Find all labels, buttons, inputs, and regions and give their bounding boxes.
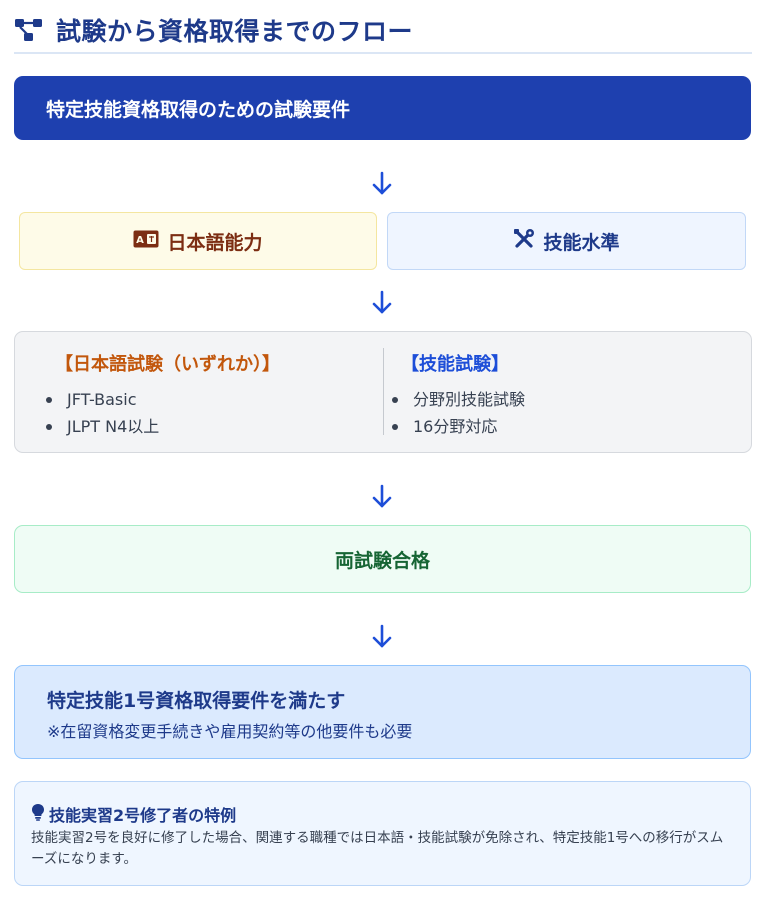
svg-text:A: A: [137, 235, 145, 246]
japanese-exam-list: JFT-Basic JLPT N4以上: [46, 386, 280, 440]
result-note: ※在留資格変更手続きや雇用契約等の他要件も必要: [47, 722, 413, 741]
special-case-header: 技能実習2号修了者の特例: [31, 802, 236, 826]
special-case-note: 技能実習2号修了者の特例 技能実習2号を良好に修了した場合、関連する職種では日本…: [14, 781, 751, 886]
arrow-down-icon: [372, 290, 392, 314]
result-title: 特定技能1号資格取得要件を満たす: [47, 690, 346, 712]
lightbulb-icon: [31, 803, 45, 825]
special-case-title: 技能実習2号修了者の特例: [49, 806, 237, 825]
arrow-down-icon: [372, 624, 392, 648]
japanese-ability-label: 日本語能力: [167, 231, 263, 254]
arrow-down-icon: [372, 484, 392, 508]
language-card-icon: A: [133, 230, 159, 252]
skill-level-label: 技能水準: [543, 231, 620, 254]
tools-icon: [513, 228, 535, 254]
skill-exam-column: 【技能試験】 分野別技能試験 16分野対応: [392, 350, 525, 440]
special-case-body: 技能実習2号を良好に修了した場合、関連する職種では日本語・技能試験が免除され、特…: [31, 830, 724, 867]
column-divider: [383, 348, 384, 435]
japanese-exam-title: 【日本語試験（いずれか）】: [55, 354, 280, 375]
skill-level-card: 技能水準: [387, 212, 746, 270]
section-heading: 試験から資格取得までのフロー: [14, 8, 752, 54]
list-item: JFT-Basic: [45, 386, 280, 413]
flow-diagram-icon: [14, 15, 44, 45]
skill-exam-list: 分野別技能試験 16分野対応: [392, 386, 525, 440]
skill-exam-title: 【技能試験】: [401, 354, 509, 375]
japanese-ability-card: A 日本語能力: [19, 212, 377, 270]
list-item: 分野別技能試験: [391, 386, 525, 413]
list-item: JLPT N4以上: [45, 413, 280, 440]
list-item: 16分野対応: [391, 413, 525, 440]
arrow-down-icon: [372, 171, 392, 195]
requirement-banner: 特定技能資格取得のための試験要件: [14, 76, 751, 140]
pass-label: 両試験合格: [334, 549, 430, 572]
japanese-exam-column: 【日本語試験（いずれか）】 JFT-Basic JLPT N4以上: [46, 350, 280, 440]
page-title: 試験から資格取得までのフロー: [56, 17, 414, 46]
result-box: 特定技能1号資格取得要件を満たす ※在留資格変更手続きや雇用契約等の他要件も必要: [14, 665, 751, 759]
requirement-label: 特定技能資格取得のための試験要件: [46, 98, 351, 121]
exam-details-panel: 【日本語試験（いずれか）】 JFT-Basic JLPT N4以上 【技能試験】…: [14, 331, 752, 453]
pass-both-box: 両試験合格: [14, 525, 751, 593]
